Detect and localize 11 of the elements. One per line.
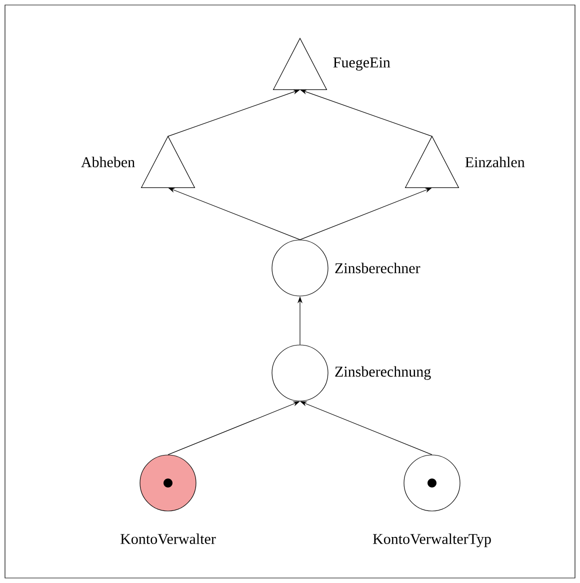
node-label: Zinsberechnung — [335, 366, 431, 380]
dotted-circle-node: KontoVerwalter — [120, 454, 216, 544]
node-label: Abheben — [81, 156, 135, 168]
node-label: KontoVerwalter — [120, 534, 216, 544]
dotted-circle-node: KontoVerwalterTyp — [372, 454, 491, 548]
circle-node: Zinsberechnung — [272, 344, 431, 402]
circle-node: Zinsberechner — [272, 240, 420, 296]
node-label: Zinsberechner — [335, 262, 420, 274]
node-label: FuegeEin — [333, 57, 390, 71]
node-label: Einzahlen — [465, 156, 525, 168]
node-label: KontoVerwalterTyp — [372, 534, 491, 548]
